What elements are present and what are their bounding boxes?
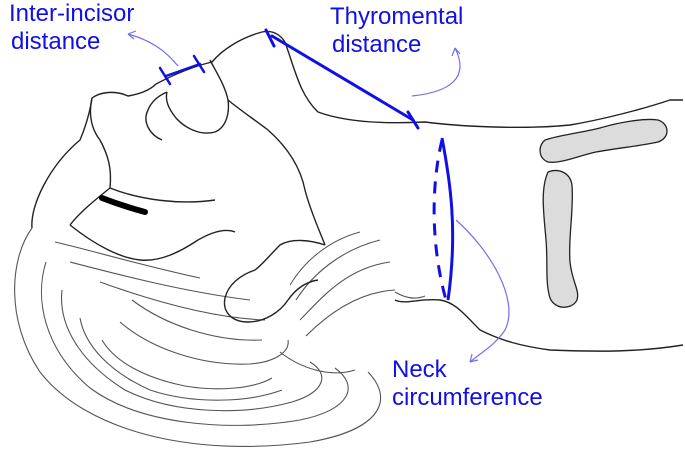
thyromental-marker [264, 28, 420, 130]
thyromental-label: Thyromental distance [330, 3, 463, 59]
face-outline [31, 30, 684, 352]
hair [14, 227, 426, 447]
neck-circumference-label-line2: circumference [392, 384, 543, 411]
inter-incisor-label-line2: distance [11, 28, 101, 55]
thyromental-label-line2: distance [332, 31, 422, 58]
cervical-spine [539, 118, 668, 308]
eyebrow-mark [99, 195, 148, 215]
inter-incisor-label-line1: Inter-incisor [9, 0, 135, 27]
neck-circumference-marker [432, 137, 455, 301]
leader-lines [127, 30, 510, 363]
inter-incisor-label: Inter-incisor distance [9, 0, 134, 56]
inter-incisor-marker [158, 54, 206, 86]
neck-circumference-label: Neck circumference [392, 356, 543, 412]
neck-circumference-label-line1: Neck [392, 356, 447, 383]
thyromental-label-line1: Thyromental [330, 3, 464, 30]
